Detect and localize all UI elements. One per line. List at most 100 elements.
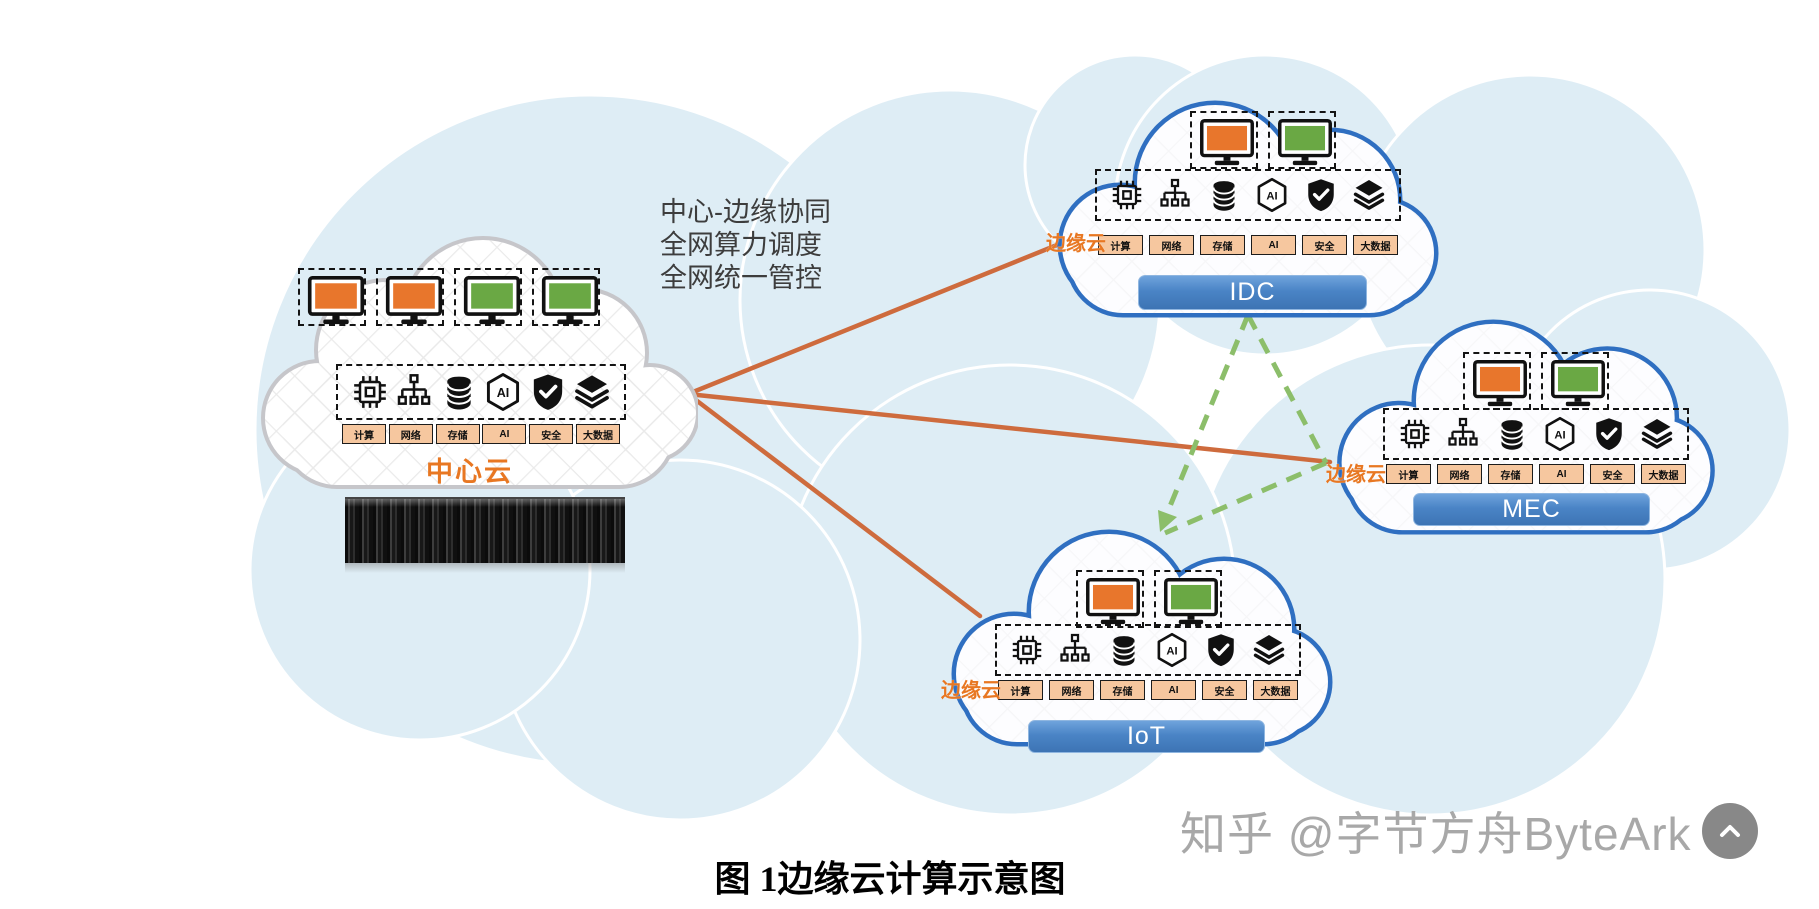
watermark-badge [1701, 803, 1758, 859]
service-chip: 计算 [1098, 235, 1143, 255]
service-chip: 安全 [1202, 680, 1247, 700]
monitor-box [454, 268, 522, 326]
network-topology-icon [1445, 416, 1481, 452]
service-chip: 计算 [1386, 464, 1431, 484]
monitor-icon [463, 276, 521, 325]
watermark: 知乎 @字节方舟ByteArk [1180, 798, 1758, 864]
service-chip: 大数据 [575, 424, 620, 444]
monitor-box [298, 268, 366, 326]
monitor-icon [385, 276, 443, 325]
figure-caption: 图 1边缘云计算示意图 [714, 859, 1066, 899]
center-cloud: 计算 网络 存储 AI 安全 大数据 中心云 [258, 228, 698, 508]
database-icon [1106, 632, 1142, 668]
chevron-up-icon [1719, 825, 1740, 837]
layers-icon [572, 372, 612, 412]
annotation-line-1: 中心-边缘协同 [660, 197, 831, 227]
monitor-icon [1472, 360, 1528, 407]
service-chip-row: 计算 网络 存储 AI 安全 大数据 [342, 424, 620, 444]
edge-cloud-idc: 计算 网络 存储 AI 安全 大数据 IDC 边缘云 [1040, 95, 1452, 323]
service-chip: 网络 [1149, 235, 1194, 255]
shield-check-icon [1203, 632, 1239, 668]
watermark-text: 知乎 @字节方舟ByteArk [1180, 808, 1692, 860]
edge-role-label: 边缘云 [941, 680, 1001, 702]
database-icon [1206, 177, 1242, 213]
capability-icon-strip [995, 624, 1301, 676]
service-chip: 存储 [435, 424, 480, 444]
monitor-box [1541, 352, 1609, 410]
network-topology-icon [1057, 632, 1093, 668]
server-racks-image [345, 497, 625, 573]
capability-icon-strip [336, 364, 626, 420]
service-chip: 网络 [1049, 680, 1094, 700]
shield-check-icon [1591, 416, 1627, 452]
service-chip: 大数据 [1253, 680, 1298, 700]
layers-icon [1251, 632, 1287, 668]
capability-icon-strip [1383, 408, 1689, 460]
capability-icon-strip [1095, 169, 1401, 221]
monitor-box [376, 268, 444, 326]
monitor-box [1076, 570, 1144, 628]
service-chip: 大数据 [1353, 235, 1398, 255]
service-chip: 安全 [1590, 464, 1635, 484]
database-icon [1494, 416, 1530, 452]
edge-role-label: 边缘云 [1326, 464, 1386, 486]
service-chip: 大数据 [1641, 464, 1686, 484]
ai-hexagon-icon [1254, 177, 1290, 213]
monitor-box [1190, 111, 1258, 169]
annotation-line-3: 全网统一管控 [660, 263, 822, 293]
service-chip: AI [1151, 680, 1196, 700]
service-chip: 计算 [342, 424, 386, 444]
service-chip: AI [1251, 235, 1296, 255]
monitor-icon [307, 276, 365, 325]
layers-icon [1351, 177, 1387, 213]
mec-name-bar: MEC [1413, 493, 1650, 526]
service-chip: 安全 [1302, 235, 1347, 255]
service-chip: 网络 [388, 424, 433, 444]
monitor-icon [541, 276, 599, 325]
center-cloud-label: 中心云 [426, 457, 513, 487]
service-chip: AI [482, 424, 527, 444]
monitor-icon [1163, 578, 1219, 625]
service-chip: 存储 [1100, 680, 1145, 700]
edge-role-label: 边缘云 [1046, 233, 1106, 255]
edge-cloud-mec: 计算 网络 存储 AI 安全 大数据 MEC 边缘云 [1318, 314, 1730, 540]
network-topology-icon [1157, 177, 1193, 213]
shield-check-icon [528, 372, 568, 412]
annotation-text: 中心-边缘协同 全网算力调度 全网统一管控 [660, 196, 831, 295]
ai-hexagon-icon [483, 372, 523, 412]
ai-hexagon-icon [1154, 632, 1190, 668]
idc-name-bar: IDC [1138, 275, 1367, 310]
shield-check-icon [1303, 177, 1339, 213]
annotation-line-2: 全网算力调度 [660, 230, 822, 260]
service-chip: AI [1539, 464, 1584, 484]
edge-to-edge-links [1161, 313, 1329, 536]
service-chip-row: 计算 网络 存储 AI 安全 大数据 [1386, 464, 1686, 484]
monitor-icon [1085, 578, 1141, 625]
service-chip: 网络 [1437, 464, 1482, 484]
monitor-icon [1277, 119, 1333, 166]
monitor-box [1463, 352, 1531, 410]
iot-name-bar: IoT [1028, 720, 1265, 753]
center-to-edge-links [685, 240, 1333, 619]
cpu-icon [1397, 416, 1433, 452]
ai-hexagon-icon [1542, 416, 1578, 452]
monitor-icon [1550, 360, 1606, 407]
edge-cloud-iot: 计算 网络 存储 AI 安全 大数据 IoT 边缘云 [933, 524, 1347, 764]
monitor-icon [1199, 119, 1255, 166]
layers-icon [1639, 416, 1675, 452]
network-topology-icon [394, 372, 434, 412]
cpu-icon [1109, 177, 1145, 213]
service-chip-row: 计算 网络 存储 AI 安全 大数据 [998, 680, 1298, 700]
cpu-icon [350, 372, 390, 412]
service-chip: 存储 [1488, 464, 1533, 484]
database-icon [439, 372, 479, 412]
monitor-box [532, 268, 600, 326]
cpu-icon [1009, 632, 1045, 668]
service-chip: 安全 [529, 424, 574, 444]
service-chip-row: 计算 网络 存储 AI 安全 大数据 [1098, 235, 1398, 255]
arrowhead [1158, 510, 1177, 532]
service-chip: 存储 [1200, 235, 1245, 255]
service-chip: 计算 [998, 680, 1043, 700]
monitor-box [1154, 570, 1222, 628]
